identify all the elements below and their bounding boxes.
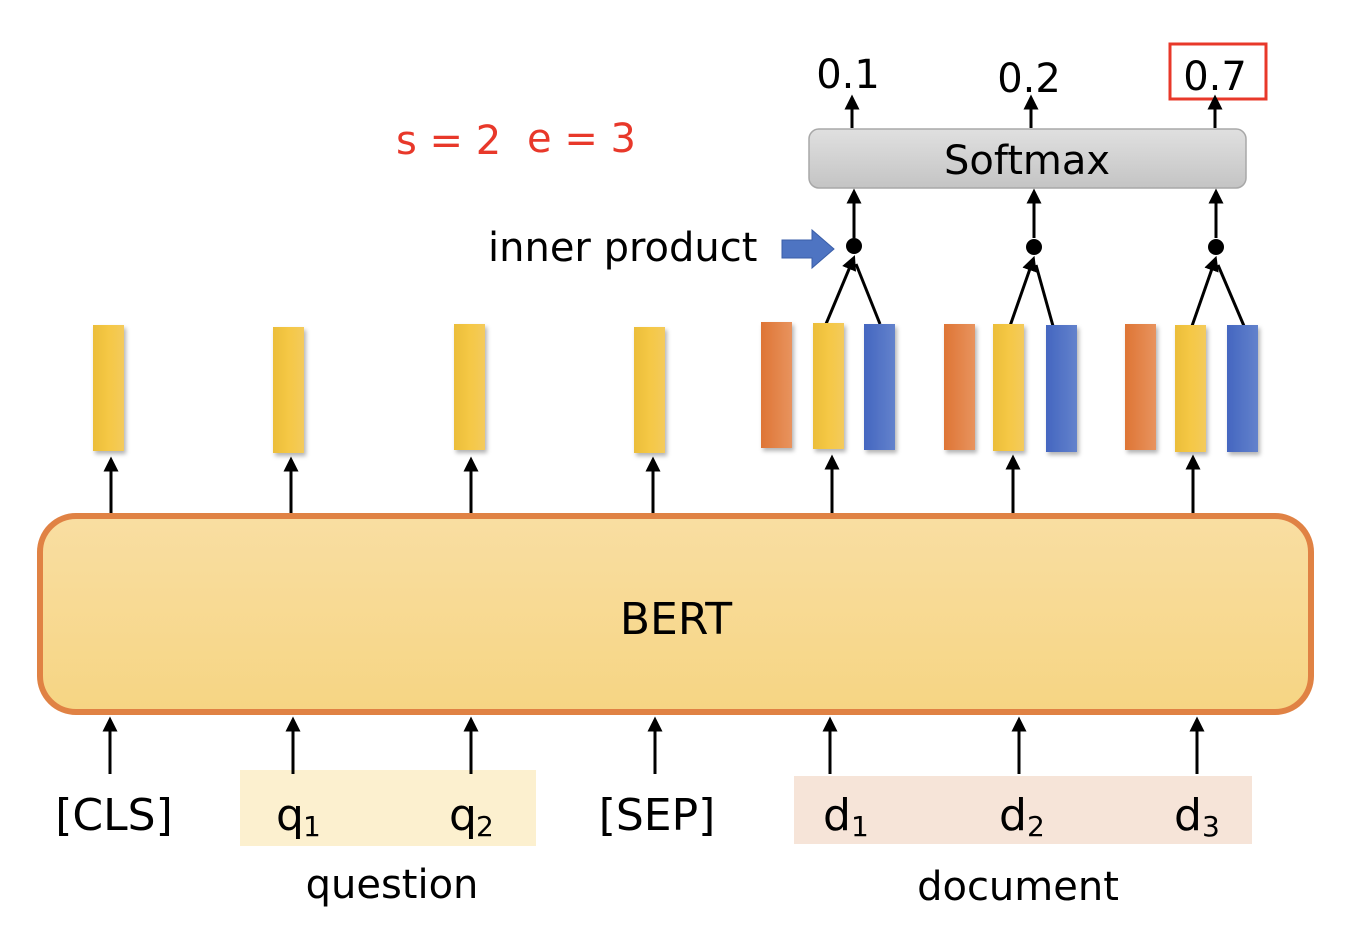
token-cls: [CLS] [55, 790, 173, 841]
bert-block: BERT [37, 513, 1314, 715]
start-vector [761, 322, 792, 448]
probability-outputs: 0.1 0.2 0.7 [816, 42, 1268, 128]
token-vector [813, 323, 844, 449]
end-vector [864, 324, 895, 450]
start-vector [944, 324, 975, 450]
token-base: q [276, 790, 304, 841]
end-edge [1216, 264, 1246, 327]
start-edge [1008, 255, 1037, 327]
token-q1: q [276, 790, 304, 841]
softmax-label: Softmax [944, 138, 1110, 184]
start-edge [1190, 255, 1219, 327]
inner-product-label: inner product [488, 225, 757, 271]
question-group-bg [240, 770, 536, 846]
token-base: d [999, 790, 1027, 841]
dot-product-node [1026, 239, 1042, 255]
token-vector [273, 327, 304, 453]
softmax-box [808, 128, 1247, 189]
start-index-label: s = 2 [396, 118, 501, 164]
end-index-label: e = 3 [527, 116, 636, 162]
span-annotation: s = 2 e = 3 [396, 116, 636, 164]
bert-label: BERT [620, 594, 732, 645]
question-label: question [306, 862, 479, 908]
token-subscript: 2 [1027, 810, 1045, 843]
token-q2: q [449, 790, 477, 841]
start-edge [824, 255, 857, 325]
end-vector [1046, 325, 1077, 452]
token-subscript: 1 [851, 810, 869, 843]
document-group-bg [794, 776, 1252, 844]
pointer-arrow-icon [781, 228, 835, 270]
token-subscript: 3 [1202, 810, 1220, 843]
token-d3: d [1174, 790, 1202, 841]
input-tokens: [CLS] q 1 q 2 [SEP] d 1 d 2 d 3 [55, 790, 1220, 843]
inner-product-nodes [824, 188, 1246, 327]
token-d2: d [999, 790, 1027, 841]
document-label: document [917, 864, 1119, 910]
token-base: q [449, 790, 477, 841]
token-vector [93, 325, 124, 451]
end-edge [1034, 264, 1055, 327]
token-subscript: 2 [476, 810, 494, 843]
output-vectors [93, 322, 1258, 453]
inner-product-annotation: inner product [488, 225, 835, 271]
bert-input-arrows [102, 716, 1205, 774]
probability-label: 0.7 [1183, 54, 1247, 100]
probability-label: 0.2 [997, 56, 1061, 102]
token-vector [1175, 325, 1206, 452]
end-edge [854, 263, 882, 325]
token-vector [993, 324, 1024, 451]
dot-product-node [846, 238, 862, 254]
token-base: d [1174, 790, 1202, 841]
token-sep: [SEP] [599, 790, 716, 841]
token-base: d [823, 790, 851, 841]
probability-label: 0.1 [816, 52, 880, 98]
bert-output-arrows [103, 454, 1201, 516]
token-d1: d [823, 790, 851, 841]
token-vector [454, 324, 485, 450]
token-vector [634, 327, 665, 453]
softmax-layer: Softmax [808, 128, 1247, 189]
start-vector [1125, 324, 1156, 450]
bert-box [37, 513, 1314, 715]
token-subscript: 1 [303, 810, 321, 843]
end-vector [1227, 325, 1258, 452]
dot-product-node [1208, 239, 1224, 255]
